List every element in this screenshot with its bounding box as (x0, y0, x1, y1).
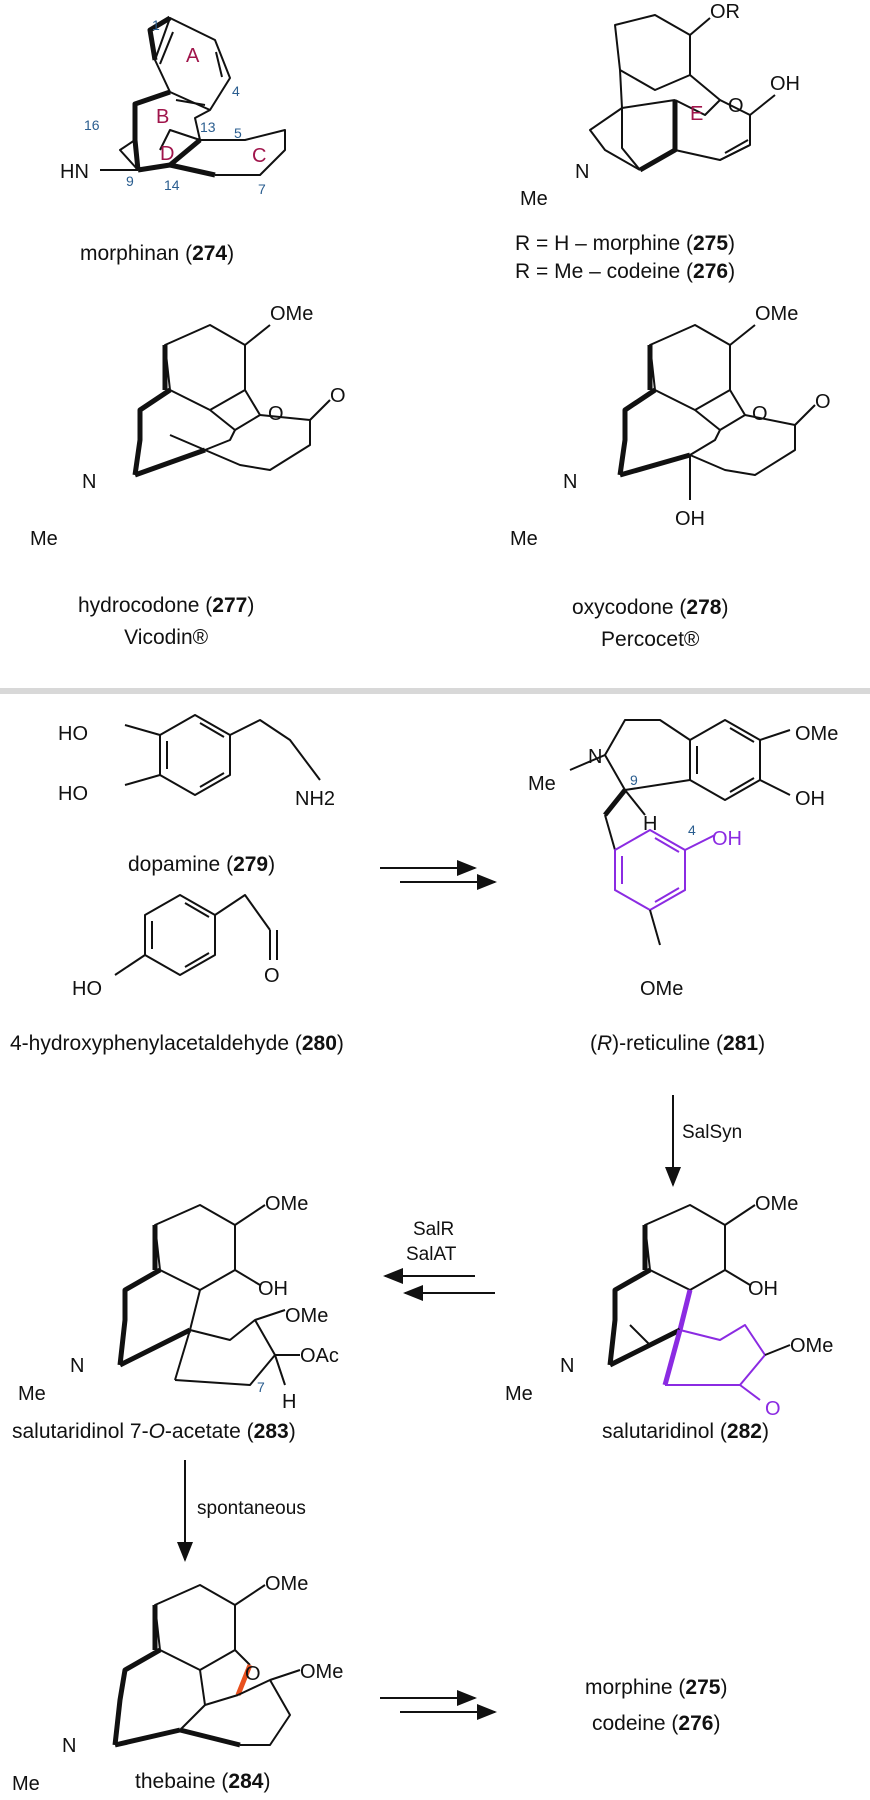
atom-O: O (264, 965, 280, 987)
reticuline-highlighted-ring: OH 4 (604, 814, 742, 912)
structure-morphine-codeine: OR OH O N Me E (520, 1, 800, 210)
locant-5: 5 (234, 125, 242, 141)
locant-16: 16 (84, 117, 100, 133)
atom-O-ketone: O (815, 391, 831, 413)
locant-4: 4 (688, 822, 696, 838)
atom-Me: Me (18, 1383, 46, 1405)
atom-O-ring: O (268, 403, 284, 425)
atom-Me: Me (528, 773, 556, 795)
caption-oxycodone: oxycodone (278) Percocet® (572, 596, 729, 651)
atom-Me: Me (505, 1383, 533, 1405)
atom-HN: HN (60, 161, 89, 183)
caption-reticuline: (R)-reticuline (281) (590, 1032, 766, 1055)
atom-Me: Me (520, 188, 548, 210)
locant-9: 9 (630, 772, 638, 788)
ring-label-E: E (690, 103, 703, 125)
atom-OH: OH (258, 1278, 288, 1300)
atom-OR: OR (710, 1, 740, 23)
atom-OMe: OMe (755, 303, 798, 325)
caption-final-products: morphine (275) codeine (276) (585, 1676, 728, 1735)
atom-O-ketone: O (765, 1398, 781, 1420)
caption-thebaine: thebaine (284) (135, 1770, 271, 1793)
atom-N: N (70, 1355, 84, 1377)
atom-N: N (575, 161, 589, 183)
structure-reticuline: OMe OH N Me H 9 (528, 719, 838, 835)
atom-H: H (643, 813, 657, 835)
ring-label-B: B (156, 106, 169, 128)
locant-14: 14 (164, 177, 180, 193)
structure-hydroxyphenylacetaldehyde: HO O (72, 894, 280, 1000)
atom-H: H (282, 1391, 296, 1413)
locant-7: 7 (258, 181, 266, 197)
atom-OH-highlighted: OH (712, 828, 742, 850)
caption-hydrocodone: hydrocodone (277) Vicodin® (78, 594, 255, 649)
atom-OMe: OMe (640, 978, 683, 1000)
locant-13: 13 (200, 119, 216, 135)
arrows (177, 860, 681, 1720)
atom-OMe: OMe (265, 1573, 308, 1595)
atom-N: N (588, 746, 602, 768)
atom-OMe: OMe (790, 1335, 833, 1357)
structure-morphinan: HN 1 4 5 7 9 13 14 16 A B C D (60, 15, 286, 197)
atom-O-ketone: O (330, 385, 346, 407)
atom-O-ring: O (752, 403, 768, 425)
atom-OMe: OMe (755, 1193, 798, 1215)
atom-NH2: NH2 (295, 788, 335, 810)
enzyme-salat: SalAT (406, 1244, 457, 1265)
locant-7: 7 (257, 1379, 265, 1395)
section-divider (0, 688, 870, 694)
atom-OMe: OMe (285, 1305, 328, 1327)
locant-1: 1 (152, 17, 160, 33)
caption-aldehyde: 4-hydroxyphenylacetaldehyde (280) (10, 1032, 344, 1055)
atom-N: N (560, 1355, 574, 1377)
caption-salutaridinol-acetate: salutaridinol 7-O-acetate (283) (12, 1420, 296, 1443)
atom-OH: OH (675, 508, 705, 530)
atom-OH: OH (748, 1278, 778, 1300)
structure-dopamine: HO HO NH2 (58, 714, 335, 810)
atom-N: N (82, 471, 96, 493)
atom-OMe: OMe (795, 723, 838, 745)
atom-Me: Me (30, 528, 58, 550)
atom-HO: HO (72, 978, 102, 1000)
caption-morphine-codeine: R = H – morphine (275) R = Me – codeine … (515, 232, 736, 283)
enzyme-salsyn: SalSyn (682, 1122, 742, 1143)
atom-N: N (563, 471, 577, 493)
ring-label-A: A (186, 45, 200, 67)
atom-OMe: OMe (270, 303, 313, 325)
caption-dopamine: dopamine (279) (128, 853, 276, 876)
atom-OMe: OMe (300, 1661, 343, 1683)
enzyme-labels: SalSyn SalR SalAT spontaneous (197, 1122, 742, 1519)
atom-HO: HO (58, 723, 88, 745)
atom-OH: OH (770, 73, 800, 95)
caption-salutaridinol: salutaridinol (282) (602, 1420, 769, 1443)
label-spontaneous: spontaneous (197, 1498, 306, 1519)
atom-O: O (728, 95, 744, 117)
enzyme-salr: SalR (413, 1219, 454, 1240)
atom-Me: Me (12, 1773, 40, 1795)
locant-4: 4 (232, 83, 240, 99)
atom-Me: Me (510, 528, 538, 550)
ring-label-C: C (252, 145, 266, 167)
atom-N: N (62, 1735, 76, 1757)
atom-HO: HO (58, 783, 88, 805)
atom-OMe: OMe (265, 1193, 308, 1215)
atom-O-ring: O (245, 1663, 261, 1685)
ring-label-D: D (160, 143, 174, 165)
structure-oxycodone: OMe O O N Me OH (510, 303, 831, 550)
caption-morphinan: morphinan (274) (80, 242, 235, 265)
structure-thebaine: OMe O OMe N Me (12, 1573, 343, 1795)
locant-9: 9 (126, 173, 134, 189)
atom-OH: OH (795, 788, 825, 810)
structure-hydrocodone: OMe O O N Me (30, 303, 346, 550)
structure-salutaridinol-acetate: OMe OH OMe OAc H 7 N Me (18, 1193, 339, 1413)
structure-salutaridinol: OMe OH OMe O N Me (505, 1193, 833, 1420)
atom-OAc: OAc (300, 1345, 339, 1367)
